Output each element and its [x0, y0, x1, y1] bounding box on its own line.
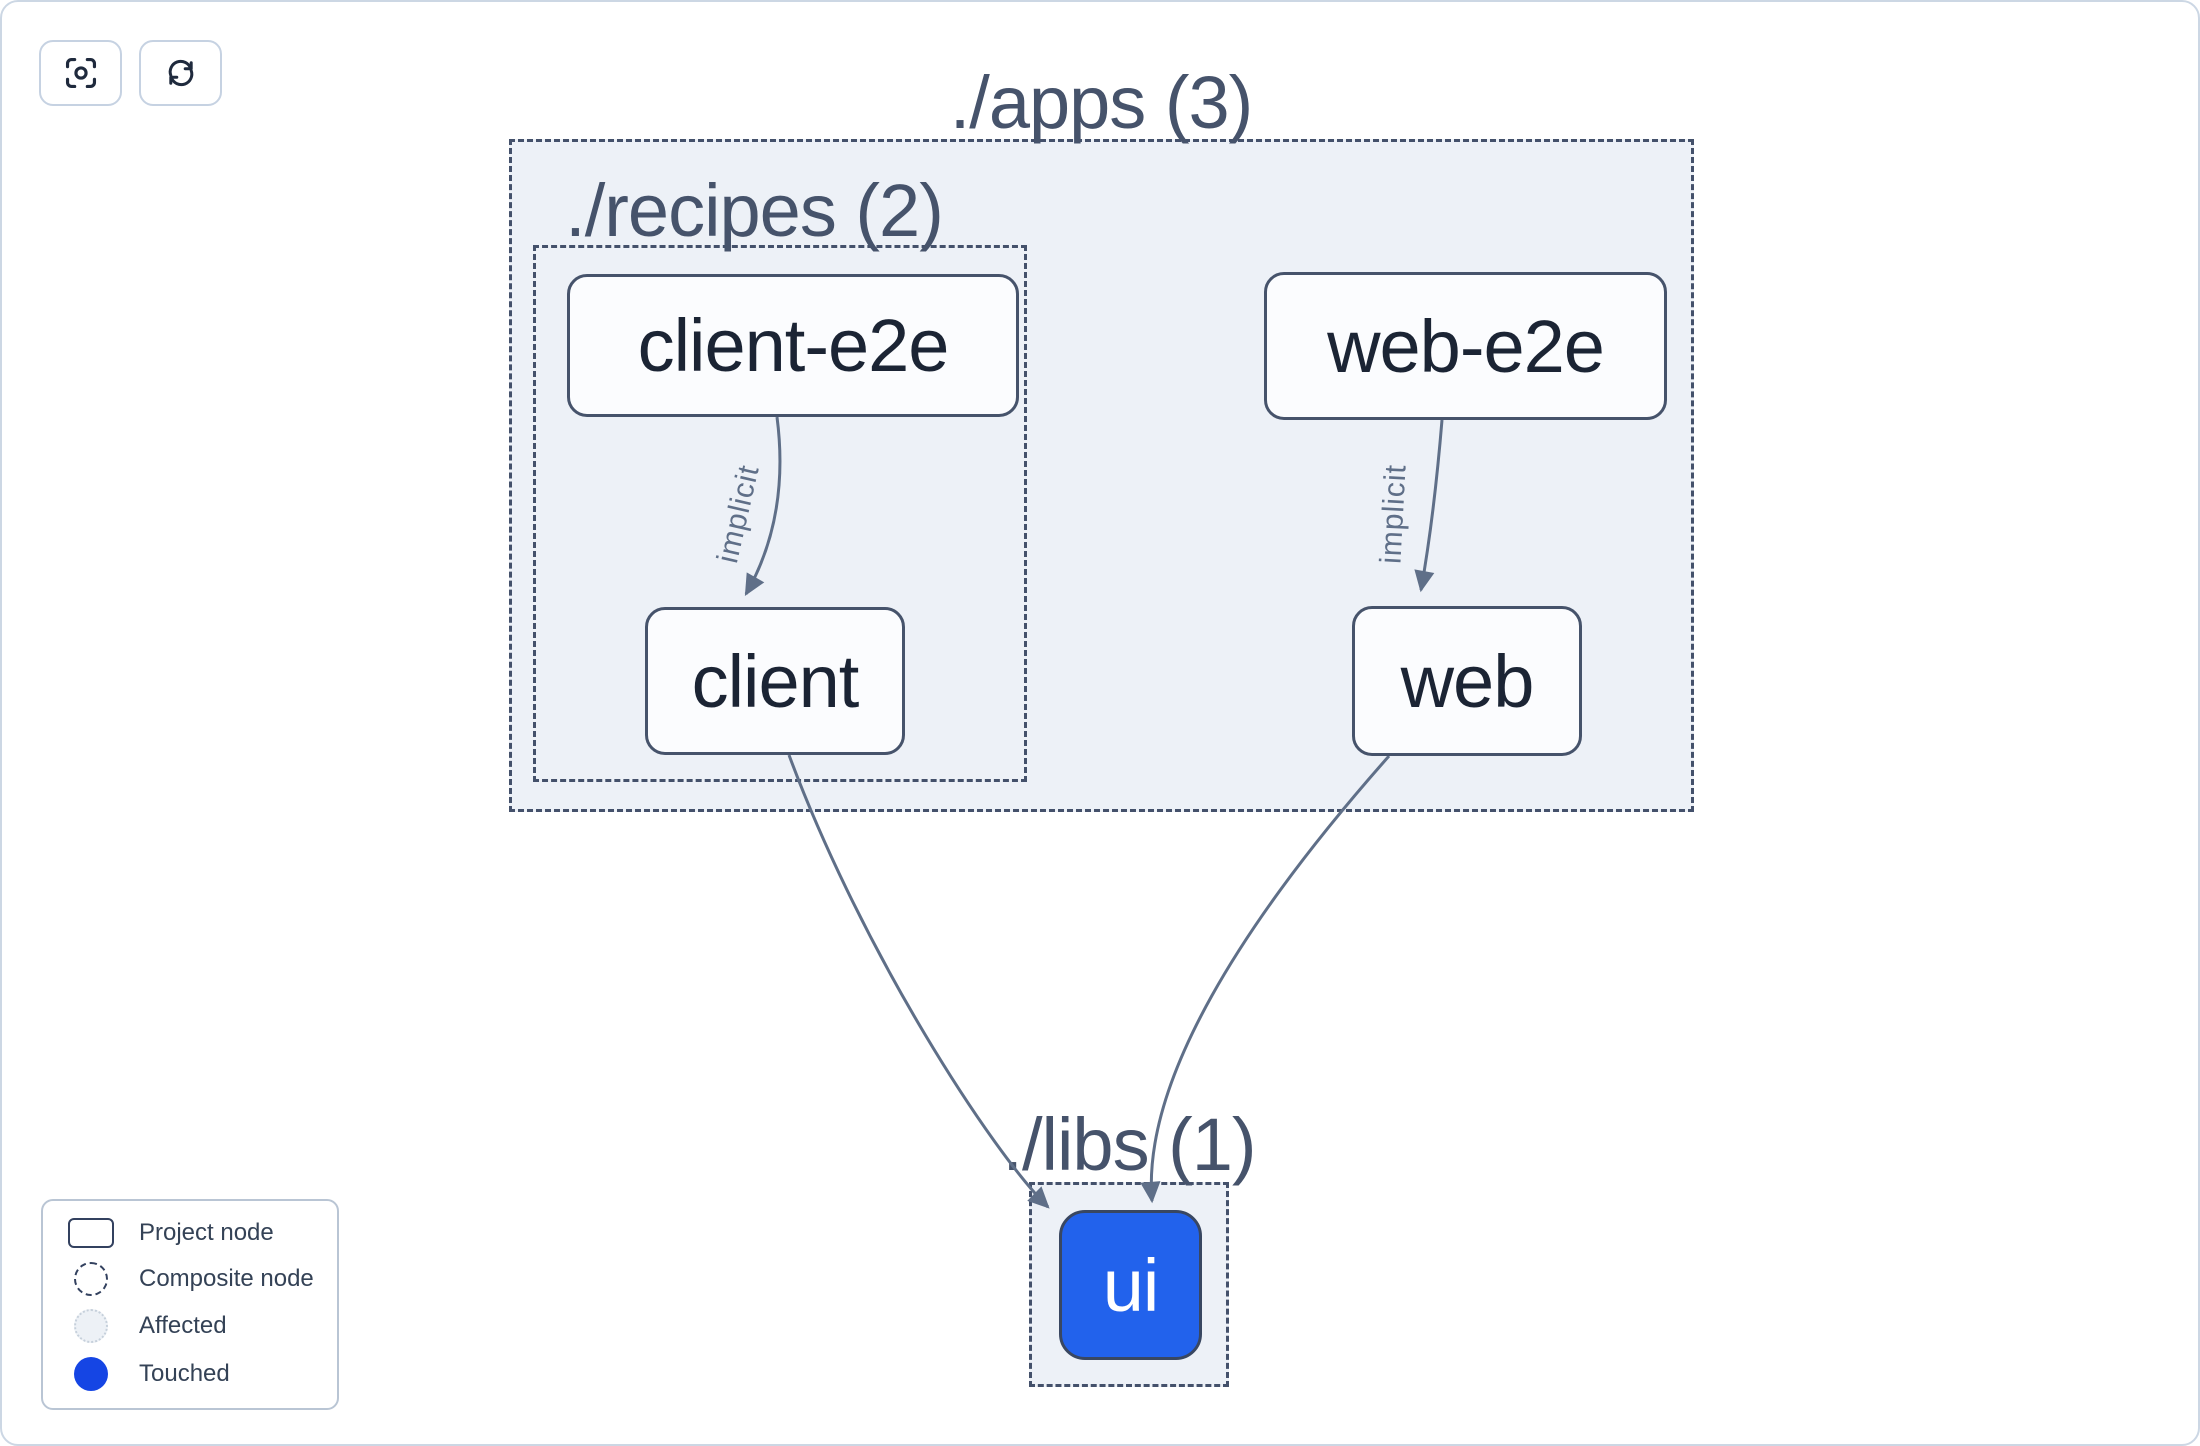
legend-label: Composite node	[139, 1264, 314, 1292]
composite-node-swatch	[74, 1261, 108, 1296]
node-client-e2e[interactable]: client-e2e	[567, 274, 1019, 417]
node-label: web	[1400, 639, 1535, 723]
group-title-recipes: ./recipes (2)	[565, 169, 944, 252]
node-client[interactable]: client	[645, 607, 905, 755]
edge-web-to-ui[interactable]	[1140, 755, 1391, 1204]
edge-label-implicit-web: implicit	[1374, 463, 1413, 565]
legend-item-touched: Touched	[65, 1357, 315, 1392]
node-label: web-e2e	[1327, 304, 1605, 388]
node-label: ui	[1102, 1243, 1160, 1327]
edge-client-e2e-to-client[interactable]	[744, 416, 782, 596]
legend-label: Affected	[139, 1312, 227, 1340]
focus-crosshair-icon	[62, 54, 100, 92]
node-label: client-e2e	[637, 304, 950, 387]
node-web-e2e[interactable]: web-e2e	[1264, 272, 1667, 420]
touched-swatch	[74, 1357, 108, 1392]
legend-label: Project node	[139, 1218, 274, 1246]
project-node-swatch	[68, 1217, 114, 1248]
refresh-button[interactable]	[139, 40, 222, 106]
focus-button[interactable]	[39, 40, 122, 106]
legend-item-composite-node: Composite node	[65, 1261, 315, 1296]
legend-item-project-node: Project node	[65, 1217, 315, 1248]
legend-panel: Project node Composite node Affected Tou…	[41, 1199, 339, 1410]
node-ui[interactable]: ui	[1059, 1210, 1202, 1360]
affected-swatch	[74, 1309, 108, 1344]
edge-client-to-ui[interactable]	[787, 754, 1050, 1209]
refresh-cycle-icon	[163, 55, 199, 91]
legend-label: Touched	[139, 1360, 230, 1388]
group-title-libs: ./libs (1)	[1002, 1103, 1256, 1186]
group-title-apps: ./apps (3)	[949, 61, 1254, 144]
legend-item-affected: Affected	[65, 1309, 315, 1344]
node-web[interactable]: web	[1352, 606, 1582, 756]
edge-web-e2e-to-web[interactable]	[1414, 419, 1444, 593]
node-label: client	[691, 639, 860, 723]
